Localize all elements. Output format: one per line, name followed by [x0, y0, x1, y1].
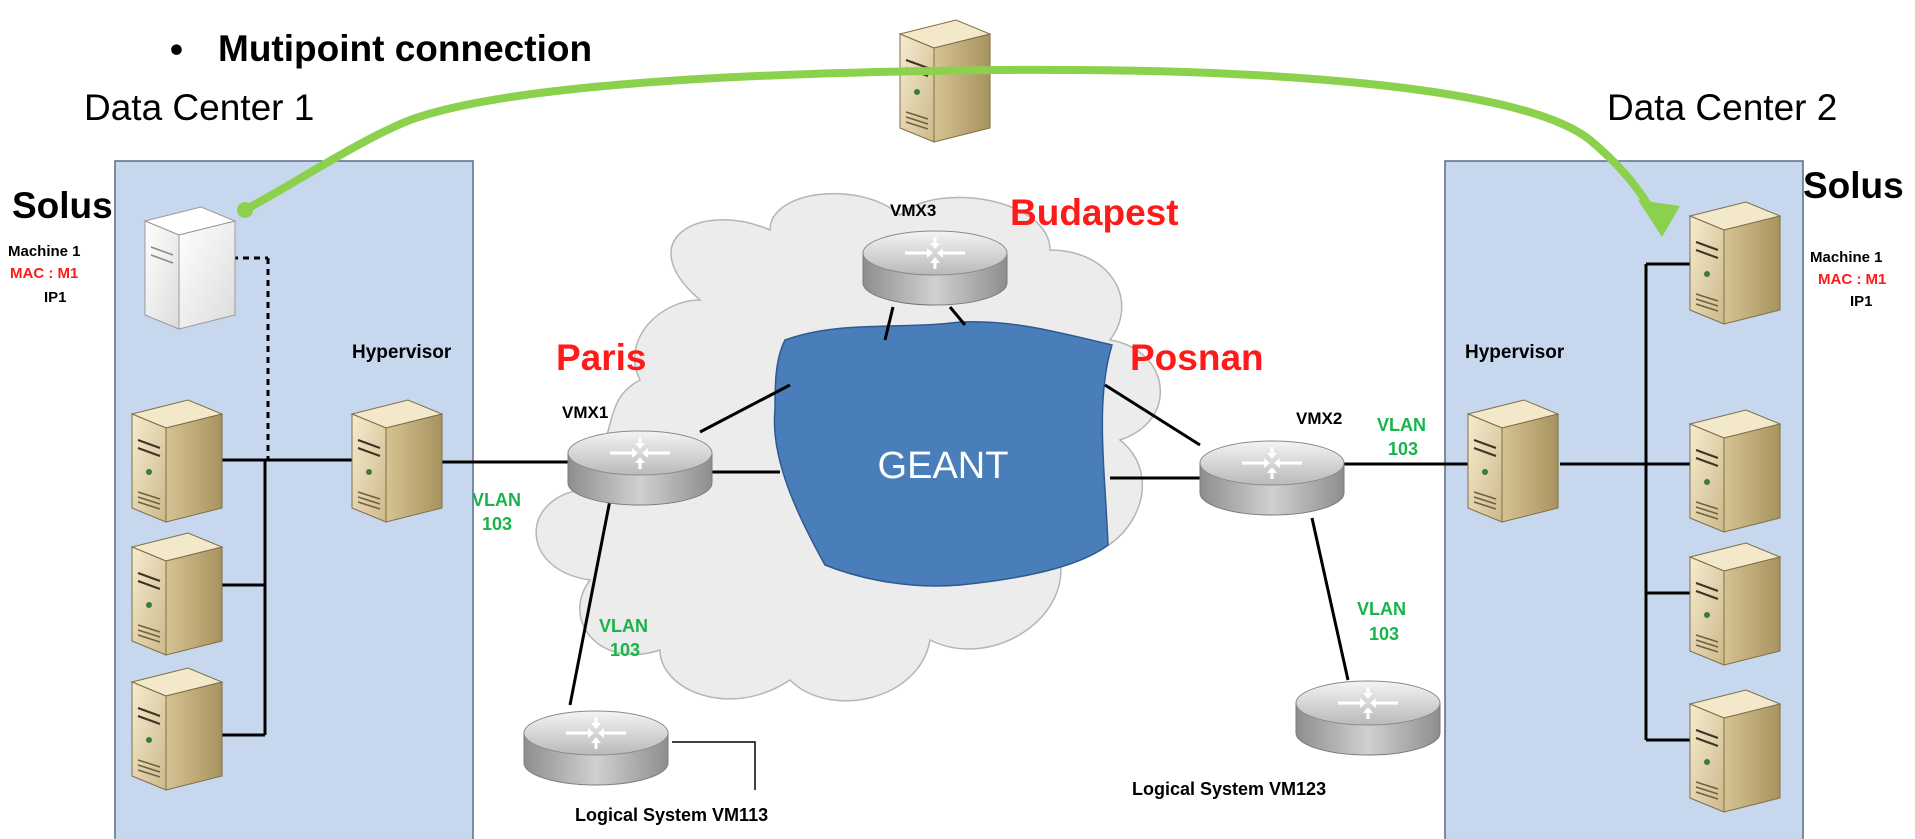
dc1-server-2	[131, 532, 223, 656]
dc2-machine-mac: MAC : M1	[1818, 271, 1886, 288]
dc1-machine-name: Machine 1	[8, 243, 81, 260]
router-vm113	[522, 709, 670, 787]
vm113-leader-line	[672, 741, 756, 790]
migration-server	[899, 19, 991, 143]
router-vmx1-label: VMX1	[562, 403, 608, 422]
network-links	[442, 306, 1470, 706]
vlan-dc2-id: 103	[1388, 439, 1418, 459]
dc1-title: Data Center 1	[84, 87, 314, 128]
router-vm123	[1294, 679, 1442, 757]
dc2-machine-ip: IP1	[1850, 293, 1873, 310]
vlan-dc2-word: VLAN	[1377, 415, 1426, 435]
router-vmx2	[1198, 439, 1346, 517]
dc1-machine-mac: MAC : M1	[10, 265, 78, 282]
logical-system-vm123-label: Logical System VM123	[1132, 779, 1326, 799]
vlan-dc1-word: VLAN	[472, 490, 521, 510]
dc2-links	[1560, 262, 1690, 742]
dc1-solus-machine-server	[143, 206, 237, 330]
vlan-vm123-word: VLAN	[1357, 599, 1406, 619]
dc1-server-1	[131, 399, 223, 523]
site-label-paris: Paris	[556, 337, 647, 378]
router-vmx3-label: VMX3	[890, 201, 936, 220]
dc1-hypervisor-server	[351, 399, 443, 523]
dc2-title: Data Center 2	[1607, 87, 1837, 128]
dc2-hypervisor-label: Hypervisor	[1465, 342, 1565, 363]
vlan-vm123-id: 103	[1369, 624, 1399, 644]
dc1-server-3	[131, 667, 223, 791]
site-label-budapest: Budapest	[1010, 192, 1179, 233]
dc2-server-3	[1689, 689, 1781, 813]
dc1-hypervisor-label: Hypervisor	[352, 342, 452, 363]
dc1-machine-ip: IP1	[44, 289, 67, 306]
dc1-links	[222, 256, 352, 737]
router-vmx1	[566, 429, 714, 507]
dc2-solus-label: Solus	[1803, 165, 1904, 206]
router-vmx2-label: VMX2	[1296, 409, 1342, 428]
dc2-machine-name: Machine 1	[1810, 249, 1883, 266]
vlan-vm113-id: 103	[610, 640, 640, 660]
dc1-solus-label: Solus	[12, 185, 113, 226]
dc2-server-1	[1689, 409, 1781, 533]
logical-system-vm113-label: Logical System VM113	[575, 805, 768, 825]
vlan-dc1-id: 103	[482, 514, 512, 534]
dc2-solus-machine-server	[1689, 201, 1781, 325]
bullet-symbol: •	[170, 29, 183, 70]
migration-arrow	[237, 65, 1680, 237]
site-label-posnan: Posnan	[1130, 337, 1264, 378]
vlan-vm113-word: VLAN	[599, 616, 648, 636]
router-vmx3	[861, 229, 1009, 307]
bullet-title: Mutipoint connection	[218, 28, 592, 69]
dc2-server-2	[1689, 542, 1781, 666]
geant-label: GEANT	[878, 445, 1009, 487]
dc2-hypervisor-server	[1467, 399, 1559, 523]
